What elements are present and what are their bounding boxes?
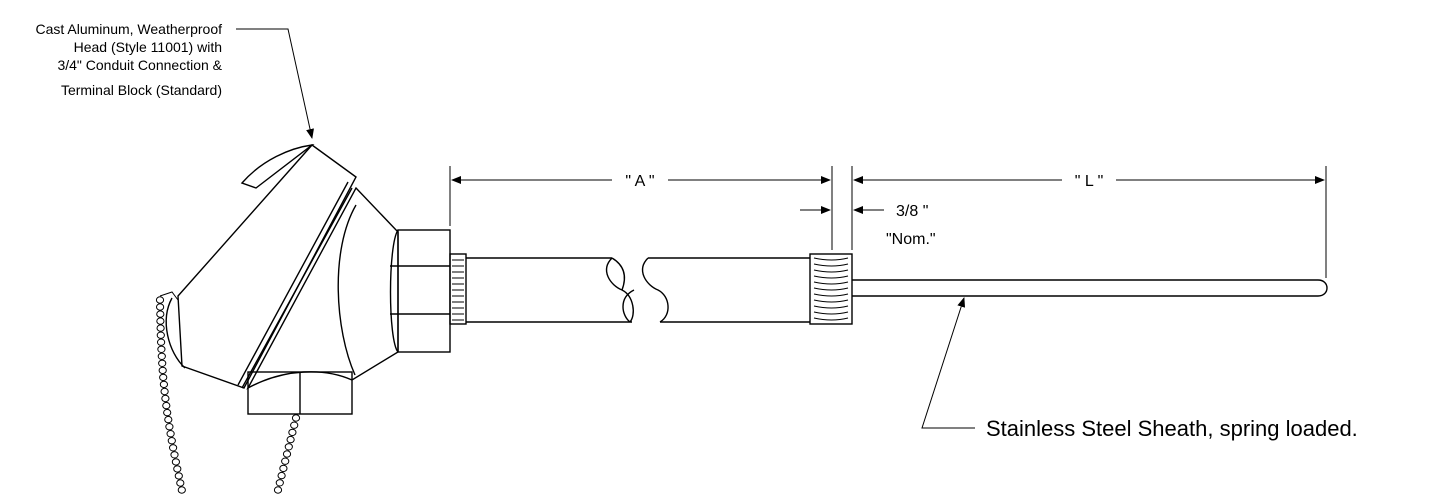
chain-bead <box>173 465 182 473</box>
sheath-callout-text: Stainless Steel Sheath, spring loaded. <box>986 416 1358 441</box>
chain-bead <box>176 479 185 487</box>
head-body <box>246 186 399 390</box>
hex-fitting <box>397 229 451 353</box>
chain-bead <box>157 345 166 353</box>
chain-bead <box>167 437 176 445</box>
chain-bead <box>158 366 167 375</box>
chain-bead <box>159 380 168 389</box>
dimension-a-label: " A " <box>625 173 654 190</box>
chain-bead <box>158 359 167 367</box>
chain-bead <box>275 479 284 487</box>
chain-bead <box>277 471 286 480</box>
extension-lines <box>449 166 1327 278</box>
chain-bead <box>155 296 165 304</box>
chain-bead <box>286 435 295 444</box>
chain-bead <box>284 443 293 451</box>
chain-bead <box>282 450 292 458</box>
head-callout-line-2: Head (Style 11001) with <box>74 39 222 55</box>
chain-bead <box>169 444 178 452</box>
chain-bead <box>156 324 165 332</box>
chain-bead <box>171 458 180 466</box>
chain-bead <box>163 408 172 417</box>
chain-bead <box>174 472 183 480</box>
chain-bead <box>156 331 165 339</box>
chain-bead <box>156 303 165 311</box>
chain-bead <box>177 486 186 494</box>
head-callout-line-4: Terminal Block (Standard) <box>61 82 222 98</box>
chain-bead <box>156 310 165 318</box>
dimension-nominal: 3/8 " "Nom." <box>800 203 936 248</box>
chain-bead <box>170 451 179 459</box>
chain-bead <box>162 401 171 410</box>
chain-bead <box>288 428 297 437</box>
chain-bead <box>165 423 174 431</box>
bead-chain-right <box>273 414 301 494</box>
head-callout: Cast Aluminum, Weatherproof Head (Style … <box>36 21 314 139</box>
dimension-a: " A " <box>451 173 831 190</box>
lid-hinge <box>240 143 315 189</box>
chain-bead <box>273 486 283 494</box>
chain-bead <box>279 464 288 473</box>
head-callout-line-1: Cast Aluminum, Weatherproof <box>36 21 223 37</box>
chain-bead <box>160 387 169 396</box>
dimension-l-label: " L " <box>1075 173 1104 190</box>
chain-bead <box>164 415 173 424</box>
chain-bead <box>291 414 301 422</box>
chain-bead <box>157 338 166 346</box>
sheath-callout: Stainless Steel Sheath, spring loaded. <box>921 297 1358 441</box>
chain-bead <box>159 373 168 382</box>
head-leader-line <box>236 28 314 139</box>
chain-bead <box>156 317 165 325</box>
head-callout-line-3: 3/4" Conduit Connection & <box>57 57 222 73</box>
chain-bead <box>290 421 299 429</box>
threads-right <box>809 253 853 325</box>
chain-bead <box>281 457 290 465</box>
lid-clip <box>165 297 186 369</box>
chain-bead <box>166 430 175 438</box>
extension-pipe <box>466 257 810 323</box>
nominal-text: "Nom." <box>886 231 936 248</box>
stainless-sheath <box>852 279 1328 297</box>
nominal-size-label: 3/8 " <box>896 203 928 220</box>
chain-bead <box>157 352 166 360</box>
bead-chain-left <box>155 296 186 494</box>
weatherproof-head <box>159 143 451 415</box>
sheath-leader-line <box>921 297 975 429</box>
dimension-l: " L " <box>853 173 1325 190</box>
threads-left <box>449 253 467 325</box>
chain-bead <box>161 394 170 403</box>
